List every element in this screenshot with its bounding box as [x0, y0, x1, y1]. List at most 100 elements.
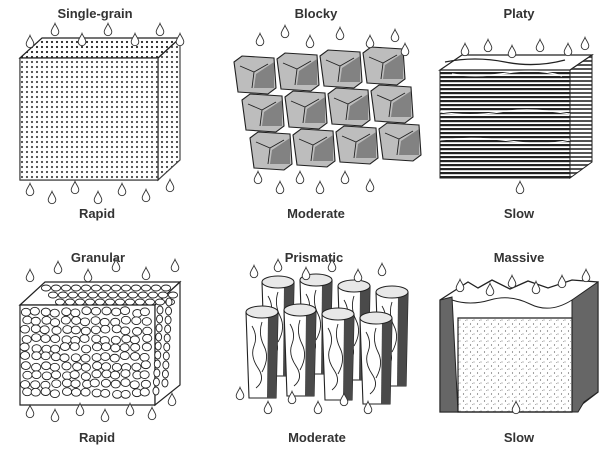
soil-granule — [71, 354, 80, 362]
soil-granule — [22, 336, 31, 344]
soil-granule — [71, 380, 80, 388]
soil-granule — [62, 379, 71, 387]
water-drop-icon — [341, 171, 349, 183]
soil-granule — [92, 343, 101, 351]
water-drop-icon — [366, 35, 374, 47]
soil-granule — [168, 292, 177, 298]
soil-granule — [81, 327, 90, 335]
soil-granule — [51, 353, 60, 361]
water-drop-icon — [401, 43, 409, 55]
soil-granule — [112, 308, 121, 316]
soil-granule — [31, 317, 40, 325]
soil-granule — [148, 292, 157, 298]
soil-granule — [120, 344, 129, 352]
water-drop-icon — [78, 33, 86, 45]
soil-granule — [81, 285, 90, 291]
soil-granule — [101, 379, 110, 387]
soil-granule — [40, 326, 49, 334]
soil-granule — [62, 308, 71, 316]
panel-rate-blocky: Moderate — [287, 206, 345, 221]
platy-illustration — [440, 55, 592, 178]
water-drop-icon — [274, 259, 282, 271]
soil-granule — [32, 334, 41, 342]
soil-granule — [92, 335, 101, 343]
soil-granule — [141, 380, 150, 388]
water-drop-icon — [484, 39, 492, 51]
water-drop-icon — [336, 27, 344, 39]
soil-granule — [75, 299, 84, 305]
soil-granule — [102, 307, 111, 315]
soil-granule — [50, 319, 59, 327]
soil-granule — [41, 308, 50, 316]
water-drop-icon — [168, 393, 176, 405]
soil-granule — [131, 285, 140, 291]
panel-rate-single-grain: Rapid — [79, 206, 115, 221]
soil-granule — [30, 307, 39, 315]
soil-granule — [82, 307, 91, 315]
water-drop-icon — [101, 409, 109, 421]
soil-granule — [93, 362, 102, 370]
soil-granule — [141, 361, 150, 369]
soil-granule — [60, 354, 69, 362]
soil-granule — [50, 390, 59, 398]
soil-granule — [20, 352, 29, 360]
soil-granule — [80, 335, 89, 343]
water-drop-icon — [316, 181, 324, 193]
soil-granule — [111, 336, 120, 344]
soil-granule — [60, 343, 69, 351]
water-drop-icon — [48, 191, 56, 203]
soil-granule — [120, 352, 129, 360]
soil-granule — [91, 317, 100, 325]
water-drop-icon — [166, 179, 174, 191]
soil-granule — [101, 389, 110, 397]
soil-granule — [122, 335, 131, 343]
soil-granule — [32, 352, 41, 360]
soil-granule — [131, 343, 140, 351]
soil-granule — [130, 353, 139, 361]
soil-granule — [112, 363, 121, 371]
soil-granule — [72, 388, 81, 396]
soil-granule — [51, 285, 60, 291]
soil-granule — [41, 285, 50, 291]
soil-granule — [32, 363, 41, 371]
soil-granule — [102, 370, 111, 378]
water-drop-icon — [26, 269, 34, 281]
soil-granule — [138, 292, 147, 298]
water-drop-icon — [366, 179, 374, 191]
soil-granule — [31, 325, 40, 333]
soil-granule — [51, 345, 60, 353]
water-drop-icon — [456, 279, 464, 291]
soil-granule — [48, 292, 57, 298]
soil-granule — [95, 299, 104, 305]
soil-granule — [161, 285, 170, 291]
soil-granule — [140, 353, 149, 361]
water-drop-icon — [54, 261, 62, 273]
water-drop-icon — [94, 191, 102, 203]
panel-title-single-grain: Single-grain — [57, 6, 132, 21]
soil-granule — [143, 334, 152, 342]
panel-rate-granular: Rapid — [79, 430, 115, 445]
soil-granule — [52, 380, 61, 388]
soil-granule — [121, 327, 130, 335]
water-drop-icon — [581, 37, 589, 49]
panel-rate-platy: Slow — [504, 206, 535, 221]
soil-granule — [71, 326, 80, 334]
soil-granule — [92, 354, 101, 362]
water-drop-icon — [26, 183, 34, 195]
soil-granule — [63, 326, 72, 334]
water-drop-icon — [71, 181, 79, 193]
soil-granule — [90, 379, 99, 387]
soil-granule — [41, 362, 50, 370]
soil-granule — [151, 285, 160, 291]
water-drop-icon — [508, 275, 516, 287]
soil-granule — [130, 381, 139, 389]
soil-granule — [101, 325, 110, 333]
soil-granule — [111, 380, 120, 388]
soil-granule — [62, 388, 71, 396]
water-drop-icon — [516, 181, 524, 193]
soil-granule — [130, 336, 139, 344]
water-drop-icon — [314, 401, 322, 413]
soil-granule — [142, 343, 151, 351]
soil-granule — [108, 292, 117, 298]
